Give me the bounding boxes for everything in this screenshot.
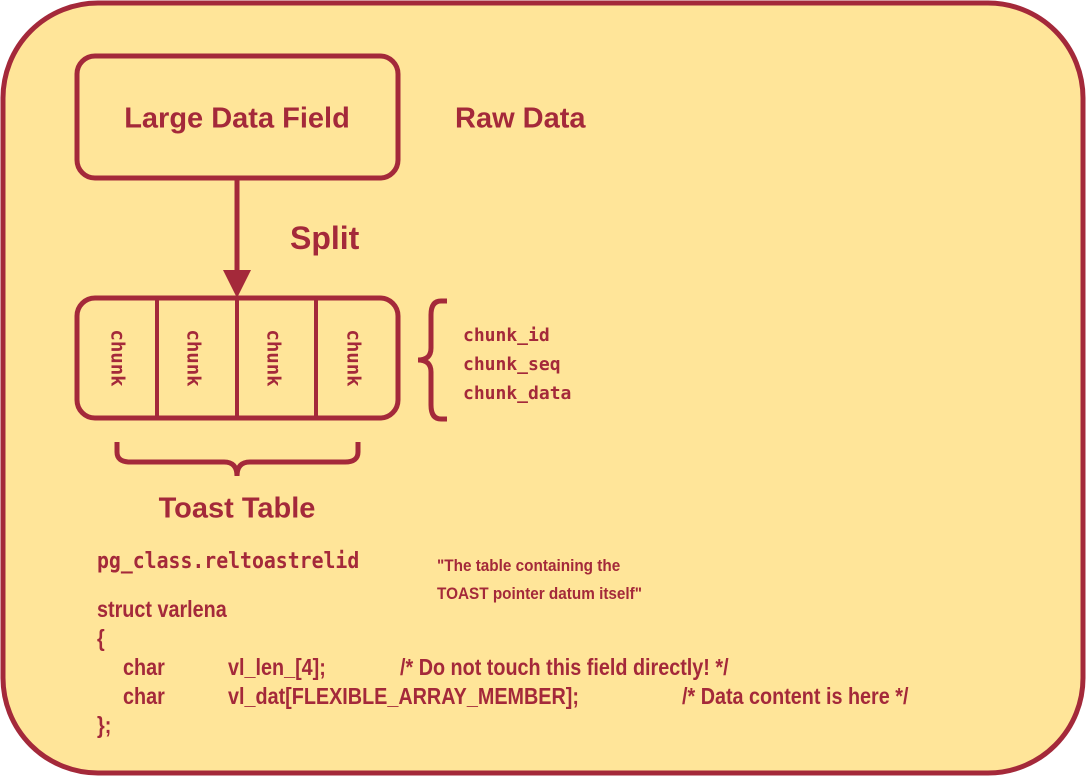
chunk-label: chunk [262,329,285,387]
code-comment: /* Data content is here */ [682,683,909,709]
code-decl: vl_len_[4]; [228,654,326,680]
chunk-label: chunk [342,329,365,387]
field-chunk-seq: chunk_seq [463,354,561,375]
right-brace [417,298,447,422]
quote-line: TOAST pointer datum itself" [437,584,643,603]
code-decl: vl_dat[FLEXIBLE_ARRAY_MEMBER]; [228,683,579,709]
code-struct: struct varlena [97,596,227,622]
code-open-brace: { [97,625,105,651]
large-data-field-label: Large Data Field [124,102,350,135]
chunk-label: chunk [106,329,129,387]
toast-table-label: Toast Table [158,492,316,525]
split-arrowhead [223,270,251,298]
code-comment: /* Do not touch this field directly! */ [400,654,729,680]
quote-line: "The table containing the [437,556,621,575]
split-label: Split [290,220,360,256]
field-chunk-id: chunk_id [463,325,550,346]
code-type: char [123,683,165,709]
field-chunk-data: chunk_data [463,383,572,404]
reltoastrelid-label: pg_class.reltoastrelid [97,549,360,574]
raw-data-label: Raw Data [455,102,586,135]
code-type: char [123,654,165,680]
bottom-brace [114,442,361,477]
code-close-brace: }; [97,712,112,738]
chunk-label: chunk [182,329,205,387]
